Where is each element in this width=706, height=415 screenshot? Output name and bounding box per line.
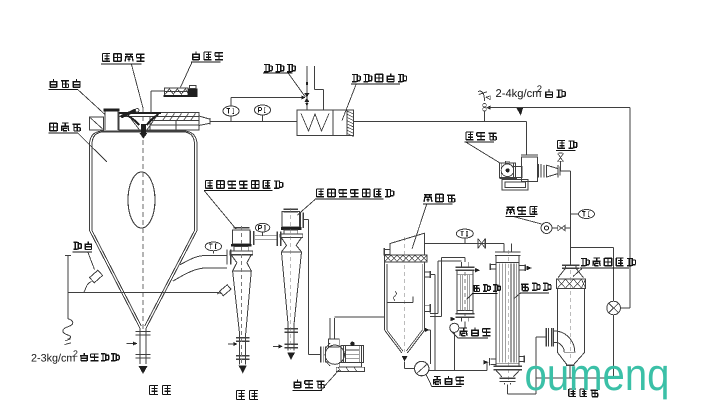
svg-text:2-4kg/cm: 2-4kg/cm xyxy=(496,88,542,100)
svg-text:oumenq: oumenq xyxy=(525,349,670,400)
svg-text:2-3kg/cm: 2-3kg/cm xyxy=(31,353,75,365)
svg-text:2: 2 xyxy=(73,349,78,359)
svg-text:2: 2 xyxy=(537,84,542,95)
